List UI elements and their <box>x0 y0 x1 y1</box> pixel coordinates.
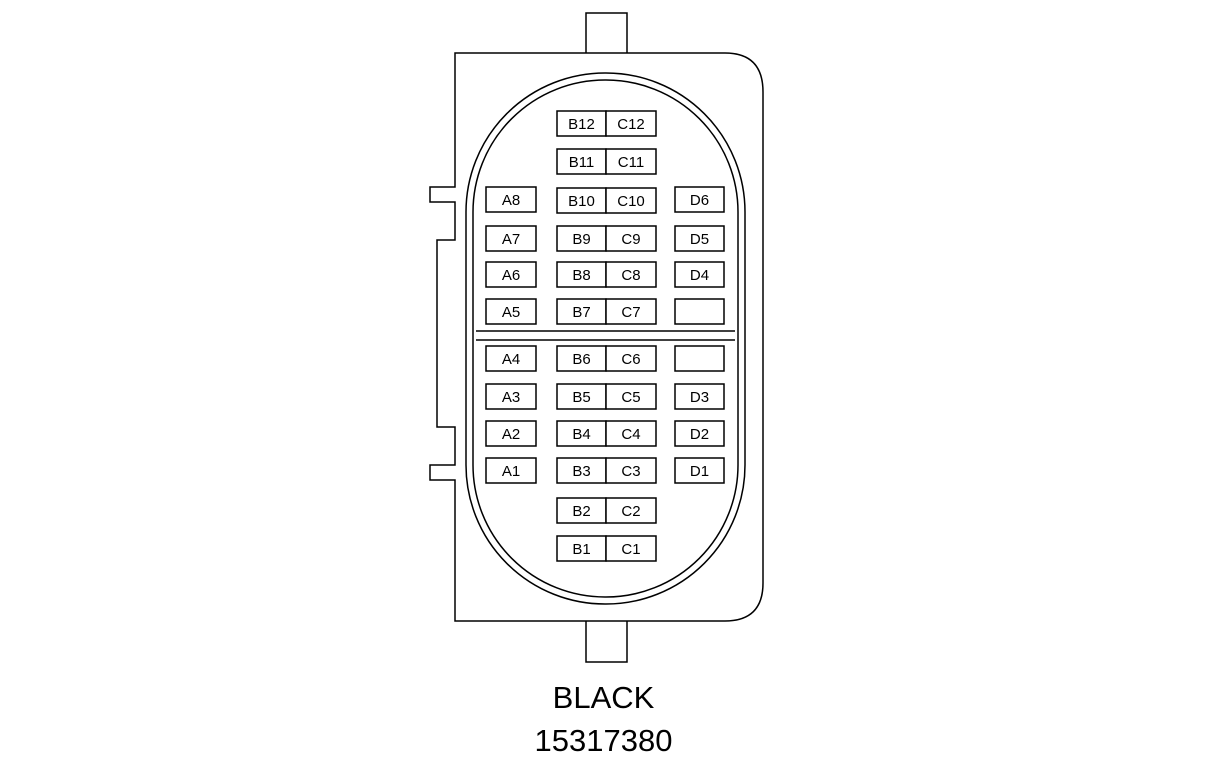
cavity-d6-box <box>674 186 725 213</box>
cavity-c12-box <box>605 110 657 137</box>
cavity-d1-label: D1 <box>690 463 709 480</box>
cavity-c1-box <box>605 535 657 562</box>
cavity-b10-label: B10 <box>568 193 595 210</box>
cavity-b5-label: B5 <box>572 389 590 406</box>
cavity-c8-label: C8 <box>621 267 640 284</box>
cavity-d2-box <box>674 420 725 447</box>
cavity-b9-box <box>556 225 607 252</box>
cavity-d2-label: D2 <box>690 426 709 443</box>
cavity-a5-box <box>485 298 537 325</box>
cavity-b9-label: B9 <box>572 231 590 248</box>
cavity-c11-label: C11 <box>618 154 644 171</box>
cavity-empty-3-box <box>674 298 725 325</box>
cavity-c4-label: C4 <box>621 426 640 443</box>
cavity-c2-box <box>605 497 657 524</box>
cavity-b12-label: B12 <box>568 116 595 133</box>
cavity-b3-box <box>556 457 607 484</box>
cavity-a7-box <box>485 225 537 252</box>
cavity-b6-box <box>556 345 607 372</box>
cavity-a5-label: A5 <box>502 304 520 321</box>
connector-housing <box>429 52 764 622</box>
cavity-c3-box <box>605 457 657 484</box>
cavity-c11-box <box>605 148 657 175</box>
connector-oval-inner <box>472 79 739 598</box>
connector-top-tab <box>585 12 628 53</box>
cavity-c6-box <box>605 345 657 372</box>
connector-oval-outer <box>465 72 746 605</box>
cavity-a4-box <box>485 345 537 372</box>
cavity-d4-label: D4 <box>690 267 709 284</box>
cavity-c2-label: C2 <box>621 503 640 520</box>
cavity-b8-label: B8 <box>572 267 590 284</box>
cavity-c7-box <box>605 298 657 325</box>
cavity-b1-label: B1 <box>572 541 590 558</box>
cavity-c10-box <box>605 187 657 214</box>
cavity-d5-box <box>674 225 725 252</box>
cavity-b12-box <box>556 110 607 137</box>
cavity-a7-label: A7 <box>502 231 520 248</box>
cavity-a2-box <box>485 420 537 447</box>
cavity-c8-box <box>605 261 657 288</box>
cavity-c4-box <box>605 420 657 447</box>
cavity-a1-label: A1 <box>502 463 520 480</box>
cavity-c10-label: C10 <box>617 193 645 210</box>
cavity-b2-label: B2 <box>572 503 590 520</box>
cavity-d5-label: D5 <box>690 231 709 248</box>
connector-color-label: BLACK <box>552 680 655 715</box>
cavity-b4-box <box>556 420 607 447</box>
cavity-c1-label: C1 <box>621 541 640 558</box>
cavity-b11-box <box>556 148 607 175</box>
cavity-d1-box <box>674 457 725 484</box>
cavity-a4-label: A4 <box>502 351 520 368</box>
cavity-b1-box <box>556 535 607 562</box>
cavity-d3-box <box>674 383 725 410</box>
cavity-b4-label: B4 <box>572 426 590 443</box>
connector-bottom-tab <box>585 621 628 663</box>
cavity-a8-label: A8 <box>502 192 520 209</box>
cavity-d3-label: D3 <box>690 389 709 406</box>
cavity-a2-label: A2 <box>502 426 520 443</box>
cavity-c5-box <box>605 383 657 410</box>
cavity-a3-label: A3 <box>502 389 520 406</box>
cavity-b3-label: B3 <box>572 463 590 480</box>
cavity-a3-box <box>485 383 537 410</box>
connector-part-number: 15317380 <box>534 723 673 758</box>
cavity-c9-label: C9 <box>621 231 640 248</box>
cavity-c3-label: C3 <box>621 463 640 480</box>
cavity-c6-label: C6 <box>621 351 640 368</box>
cavity-c9-box <box>605 225 657 252</box>
cavity-d6-label: D6 <box>690 192 709 209</box>
cavity-a8-box <box>485 186 537 213</box>
cavity-a1-box <box>485 457 537 484</box>
cavity-a6-label: A6 <box>502 267 520 284</box>
cavity-b5-box <box>556 383 607 410</box>
cavity-b2-box <box>556 497 607 524</box>
cavity-a6-box <box>485 261 537 288</box>
cavity-b11-label: B11 <box>569 154 595 171</box>
cavity-c12-label: C12 <box>617 116 645 133</box>
cavity-b7-label: B7 <box>572 304 590 321</box>
cavity-c7-label: C7 <box>621 304 640 321</box>
cavity-empty-4-box <box>674 345 725 372</box>
cavity-b6-label: B6 <box>572 351 590 368</box>
cavity-b10-box <box>556 187 607 214</box>
cavity-c5-label: C5 <box>621 389 640 406</box>
cavity-d4-box <box>674 261 725 288</box>
